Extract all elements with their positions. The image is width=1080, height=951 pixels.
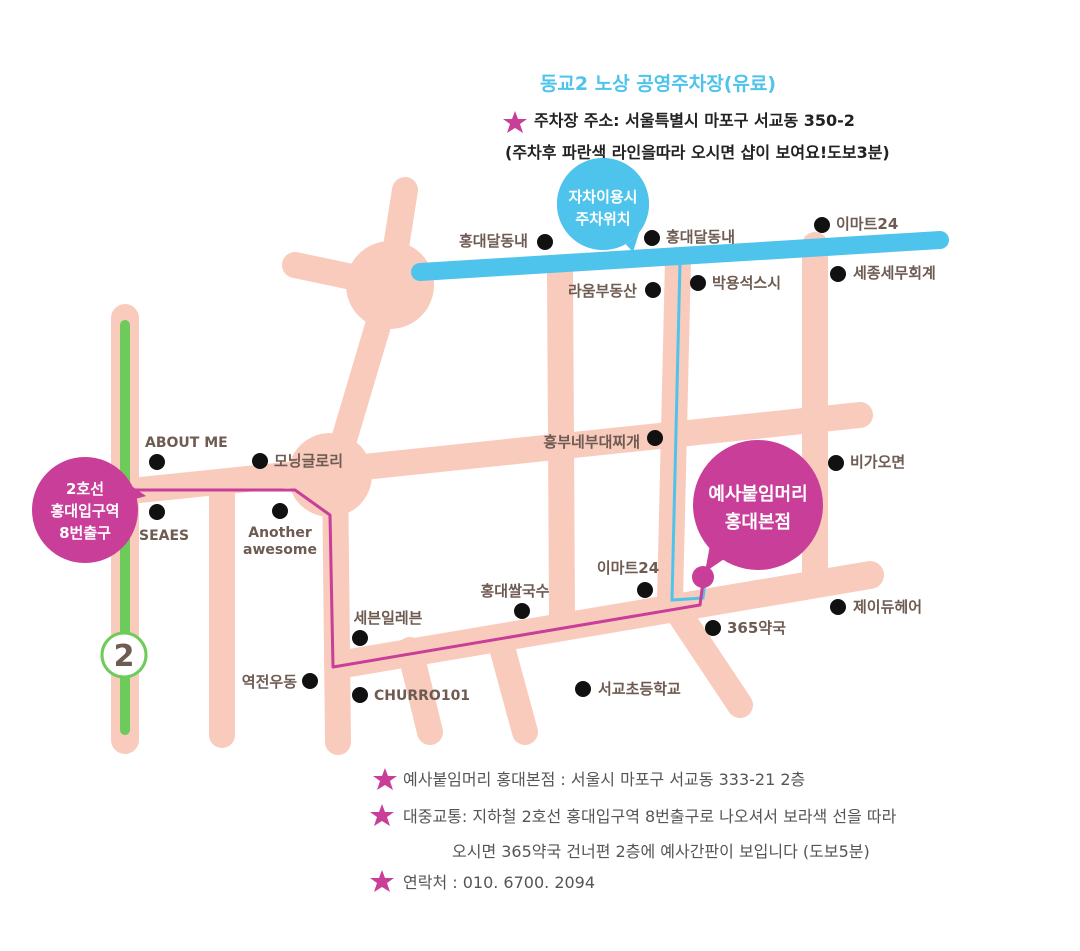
shop-bubble-line2: 홍대본점	[725, 511, 791, 533]
star-icon	[503, 111, 527, 133]
station-exit-bubble: 2호선 홍대입구역 8번출구	[32, 457, 146, 563]
parking-walking-route	[670, 261, 707, 602]
landmark-morning-glory: 모닝글로리	[274, 452, 343, 470]
landmark-jay-dew-hair: 제이듀헤어	[853, 598, 922, 616]
footer-transit-line1: 대중교통: 지하철 2호선 홍대입구역 8번출구로 나오셔서 보라색 선을 따라	[403, 807, 897, 826]
landmark-another-awesome-2: awesome	[243, 542, 317, 558]
landmark-another-awesome-1: Another	[248, 525, 312, 541]
landmark-emart24-bottom: 이마트24	[597, 559, 659, 577]
star-icon	[370, 804, 394, 826]
parking-location-bubble: 자차이용시 주차위치	[556, 158, 649, 252]
station-bubble-line1: 2호선	[66, 480, 104, 498]
footer-transit-line2: 오시면 365약국 건너편 2층에 예사간판이 보입니다 (도보5분)	[452, 842, 870, 861]
road-south-spur-1	[397, 637, 443, 745]
road-south-spur-3	[667, 602, 753, 718]
landmark-emart24-top: 이마트24	[836, 215, 898, 233]
road-vertical-2	[547, 257, 575, 628]
road-vertical-3	[657, 247, 691, 613]
landmark-pharmacy-365: 365약국	[727, 619, 786, 637]
station-bubble-line2: 홍대입구역	[50, 502, 119, 520]
landmark-hongdae-dalong-left: 홍대달동내	[459, 232, 528, 250]
walking-route	[132, 488, 705, 669]
line-2-badge: 2	[100, 631, 148, 679]
parking-note: (주차후 파란색 라인을따라 오시면 샵이 보여요!도보3분)	[505, 143, 890, 162]
shop-pin	[692, 566, 714, 588]
landmark-hongdae-dalong-right: 홍대달동내	[666, 228, 735, 246]
landmark-seaes: SEAES	[139, 528, 189, 544]
parking-address: 주차장 주소: 서울특별시 마포구 서교동 350-2	[534, 111, 855, 130]
landmark-hongdae-rice-noodle: 홍대쌀국수	[480, 582, 549, 600]
footer-info: 예사붙임머리 홍대본점 : 서울시 마포구 서교동 333-21 2층 대중교통…	[370, 768, 897, 892]
landmark-yeokjeon-udon: 역전우동	[242, 673, 297, 691]
roundabout-center	[288, 433, 372, 517]
shop-bubble-line1: 예사붙임머리	[708, 484, 807, 505]
landmark-raum-realty: 라움부동산	[568, 282, 637, 300]
roundabout-north	[346, 241, 434, 329]
footer-contact: 연락처 : 010. 6700. 2094	[403, 873, 595, 892]
star-icon	[370, 870, 394, 892]
landmark-churro101: CHURRO101	[374, 688, 470, 704]
landmark-heungbu-stew: 흥부네부대찌개	[543, 433, 640, 451]
parking-bubble-line2: 주차위치	[575, 210, 630, 228]
footer-shop-address: 예사붙임머리 홍대본점 : 서울시 마포구 서교동 333-21 2층	[403, 770, 805, 789]
road-middle-horizontal	[322, 402, 873, 483]
landmark-park-sushi: 박용석스시	[712, 274, 781, 292]
parking-title: 동교2 노상 공영주차장(유료)	[540, 73, 776, 95]
landmark-about-me: ABOUT ME	[145, 435, 228, 451]
landmark-seven-eleven: 세븐일레븐	[353, 609, 422, 627]
star-icon	[373, 768, 397, 790]
line-2-number: 2	[114, 639, 135, 674]
parking-bubble-line1: 자차이용시	[568, 188, 637, 206]
landmarks: 홍대달동내 홍대달동내 이마트24 세종세무회계 라움부동산 박용석스시 흥부네…	[139, 215, 936, 704]
parking-street-highlight	[411, 231, 949, 281]
landmark-seogyo-elementary: 서교초등학교	[598, 680, 681, 698]
station-bubble-line3: 8번출구	[59, 524, 111, 542]
parking-info-header: 동교2 노상 공영주차장(유료) 주차장 주소: 서울특별시 마포구 서교동 3…	[503, 73, 890, 162]
shop-location-bubble: 예사붙임머리 홍대본점	[692, 440, 823, 588]
landmark-sejong-tax: 세종세무회계	[853, 264, 936, 282]
road-south-spur-2	[487, 627, 538, 745]
landmark-bigaomyeon: 비가오면	[850, 453, 905, 471]
